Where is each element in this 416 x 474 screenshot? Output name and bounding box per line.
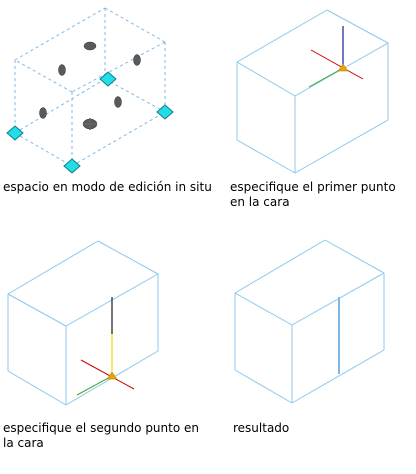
caption-result: resultado	[233, 421, 290, 435]
grip-ellipse	[114, 96, 122, 108]
point-marker	[337, 63, 349, 72]
box-edges	[7, 240, 159, 406]
grip-diamonds[interactable]	[6, 71, 174, 174]
caption-second-point: especifique el segundo punto en la cara	[3, 421, 199, 450]
box-edges	[236, 9, 389, 174]
box-second-point-drawing	[7, 240, 159, 406]
box-result-drawing	[234, 239, 385, 404]
grip-ellipse	[133, 54, 141, 66]
dashed-box-edges	[14, 7, 166, 167]
caption-edit-in-place: espacio en modo de edición in situ	[3, 180, 212, 194]
panel-edit-in-place	[0, 0, 200, 230]
panel-result	[225, 235, 416, 465]
axis-x-line	[310, 49, 364, 80]
panel-second-point	[0, 235, 200, 465]
panel-first-point	[225, 0, 416, 230]
axis-x-line	[80, 359, 135, 390]
grip-crosshair	[83, 118, 97, 130]
grip-ellipse	[58, 64, 66, 76]
grip-ellipse	[83, 41, 97, 51]
grip-diamond	[6, 125, 24, 141]
grip-ellipse	[39, 107, 47, 119]
dashed-box-drawing	[6, 7, 174, 174]
grip-diamond	[63, 158, 81, 174]
ucs-axes	[76, 297, 135, 396]
axis-y-line	[76, 375, 113, 396]
axis-y-line	[308, 67, 344, 88]
caption-first-point: especifique el primer punto en la cara	[230, 180, 396, 209]
grip-diamond	[99, 71, 117, 87]
grip-diamond	[156, 104, 174, 120]
box-first-point-drawing	[236, 9, 389, 174]
box-edges	[234, 239, 385, 404]
point-marker	[106, 371, 118, 380]
ucs-axes	[308, 26, 364, 88]
grip-ellipses[interactable]	[39, 41, 141, 130]
